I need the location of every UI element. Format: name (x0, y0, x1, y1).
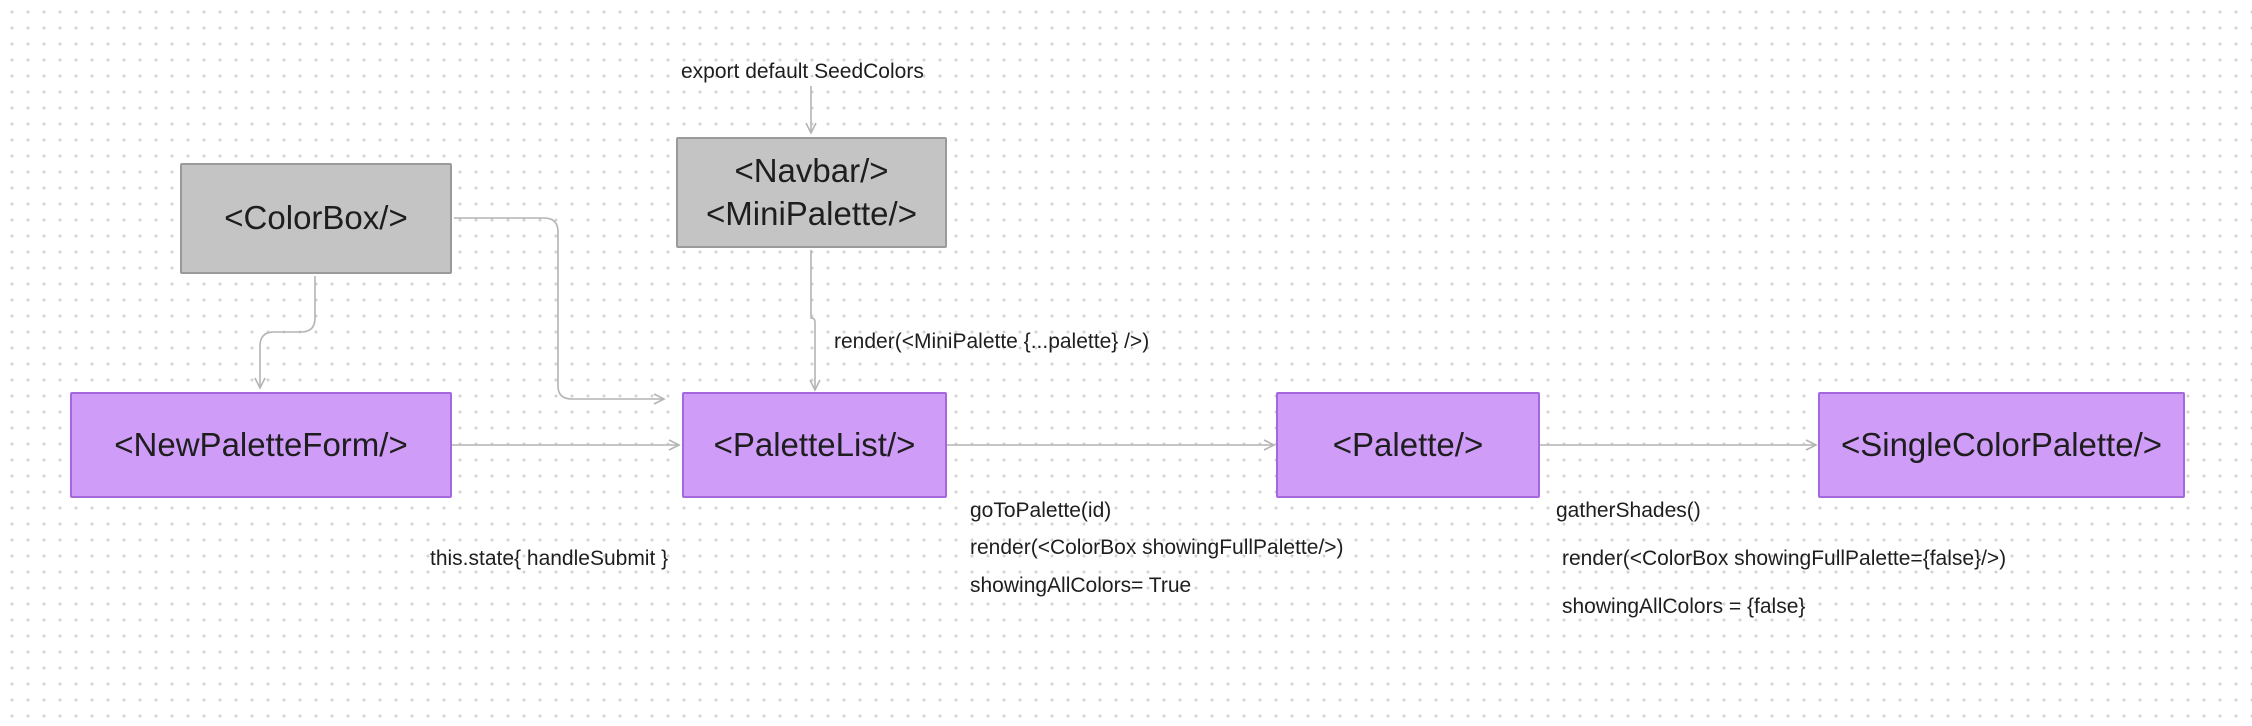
colorbox-node[interactable]: <ColorBox/> (180, 163, 452, 274)
palette-node-label: <Palette/> (1332, 425, 1484, 463)
single-color-palette-node[interactable]: <SingleColorPalette/> (1818, 392, 2185, 498)
showing-all-colors-false-note: showingAllColors = {false} (1562, 595, 1806, 618)
new-palette-form-node-label: <NewPaletteForm/> (114, 425, 408, 463)
palette-node[interactable]: <Palette/> (1276, 392, 1540, 498)
palette-list-node[interactable]: <PaletteList/> (682, 392, 947, 498)
go-to-palette-note: goToPalette(id) (970, 499, 1112, 522)
showing-all-colors-true-note: showingAllColors= True (970, 574, 1192, 597)
navbar-label: <Navbar/> (734, 151, 889, 189)
export-default-note: export default SeedColors (681, 60, 924, 83)
minipalette-label: <MiniPalette/> (706, 194, 917, 232)
render-colorbox-false-note: render(<ColorBox showingFullPalette={fal… (1562, 547, 2007, 570)
render-minipalette-note: render(<MiniPalette {...palette} />) (834, 330, 1150, 353)
connector-navbar-to-palettelist (809, 250, 821, 392)
gather-shades-note: gatherShades() (1556, 499, 1701, 522)
render-colorbox-full-note: render(<ColorBox showingFullPalette/>) (970, 536, 1344, 559)
single-color-palette-node-label: <SingleColorPalette/> (1840, 425, 2163, 463)
navbar-minipalette-node[interactable]: <Navbar/> <MiniPalette/> (676, 137, 947, 248)
palette-list-node-label: <PaletteList/> (713, 425, 916, 463)
colorbox-node-label: <ColorBox/> (224, 199, 408, 237)
connector-colorbox-to-newpaletteform (254, 276, 316, 390)
this-state-note: this.state{ handleSubmit } (430, 547, 669, 570)
connector-colorbox-to-palettelist (454, 217, 666, 405)
new-palette-form-node[interactable]: <NewPaletteForm/> (70, 392, 452, 498)
